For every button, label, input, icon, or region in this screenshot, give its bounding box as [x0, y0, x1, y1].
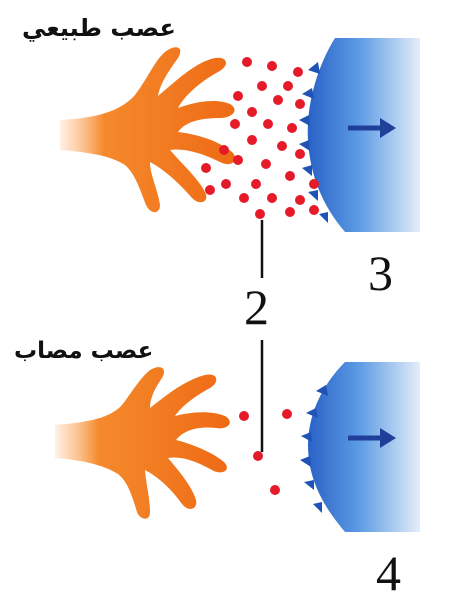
injured-nerve-label: عصب مصاب [14, 338, 153, 364]
muscle-top [308, 38, 420, 232]
label-2: 2 [244, 282, 269, 332]
label-3: 3 [368, 248, 393, 298]
neurotransmitter-dots-bottom [239, 409, 292, 495]
label-4: 4 [376, 548, 401, 598]
nerve-terminal-bottom [55, 367, 230, 519]
normal-nerve-label: عصب طبيعي [22, 14, 176, 42]
neurotransmitter-dots-top [201, 57, 319, 219]
